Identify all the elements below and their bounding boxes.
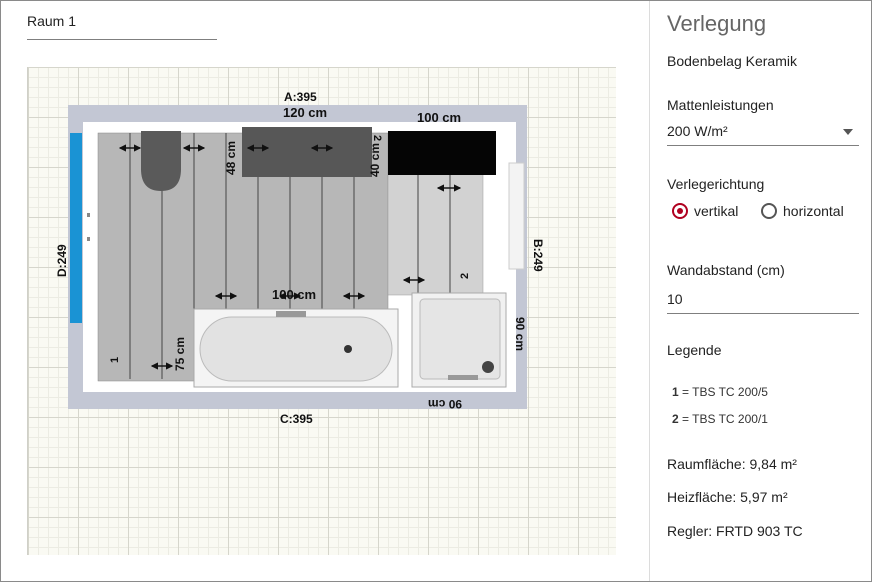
controller-info: Regler: FRTD 903 TC: [667, 523, 803, 539]
mat-number-1: 1: [109, 357, 121, 363]
mat-number-2-top: 2: [371, 135, 383, 141]
wall-distance-label: Wandabstand (cm): [667, 262, 785, 278]
window-left[interactable]: [70, 133, 82, 323]
mat-power-select[interactable]: 200 W/m²: [667, 119, 859, 146]
dimension-100-mid: 100 cm: [272, 287, 316, 302]
dimension-75: 75 cm: [173, 337, 187, 371]
heated-area: Heizfläche: 5,97 m²: [667, 489, 788, 505]
door-right[interactable]: [508, 162, 525, 270]
bathtub-basin: [199, 316, 393, 382]
bathtub-faucet: [276, 311, 306, 317]
radio-unselected-icon[interactable]: [761, 203, 777, 219]
panel-title: Verlegung: [667, 11, 767, 36]
wall-label-left: D:249: [55, 244, 69, 277]
radio-vertical[interactable]: vertikal: [672, 203, 738, 219]
dimension-120: 120 cm: [283, 105, 327, 120]
mat-power-value: 200 W/m²: [667, 123, 728, 139]
wall-label-right: B:249: [531, 239, 545, 272]
legend-item: 2 = TBS TC 200/1: [672, 412, 768, 426]
legend-number: 1: [672, 385, 679, 399]
legend-item: 1 = TBS TC 200/5: [672, 385, 768, 399]
wall-label-top: A:395: [284, 90, 317, 104]
radio-selected-icon[interactable]: [672, 203, 688, 219]
floor-plan-canvas[interactable]: A:395 C:395 D:249 B:249 120 cm 100 cm 48…: [27, 67, 616, 555]
shower-mixer: [448, 375, 478, 380]
radio-horizontal-label: horizontal: [783, 203, 844, 219]
black-cabinet[interactable]: [388, 131, 496, 175]
radio-horizontal[interactable]: horizontal: [761, 203, 844, 219]
dimension-48: 48 cm: [224, 141, 238, 175]
mat-number-2: 2: [459, 273, 471, 279]
floor-plan-drawing: A:395 C:395 D:249 B:249 120 cm 100 cm 48…: [55, 90, 545, 426]
legend-number: 2: [672, 412, 679, 426]
layout-settings-panel: Verlegung Bodenbelag Keramik Mattenleist…: [649, 1, 871, 581]
direction-label: Verlegerichtung: [667, 176, 765, 192]
heating-mat-2[interactable]: [387, 172, 484, 296]
room-name-input[interactable]: [27, 9, 217, 29]
toilet-fixture[interactable]: [141, 131, 181, 191]
wall-distance-field[interactable]: 10: [667, 287, 859, 314]
wall-marker: [87, 213, 90, 217]
room-area: Raumfläche: 9,84 m²: [667, 456, 797, 472]
radio-vertical-label: vertikal: [694, 203, 739, 219]
legend-label: Legende: [667, 342, 722, 358]
dimension-40: 40 cm: [368, 143, 382, 177]
wall-distance-value[interactable]: 10: [667, 291, 683, 307]
dimension-90-bottom: 90 cm: [428, 397, 462, 411]
wall-marker: [87, 237, 90, 241]
mat-power-label: Mattenleistungen: [667, 97, 774, 113]
chevron-down-icon[interactable]: [843, 129, 853, 135]
dimension-100-top: 100 cm: [417, 110, 461, 125]
strip-direction-arrows: [118, 144, 462, 370]
floor-covering-text: Bodenbelag Keramik: [667, 53, 797, 69]
room-name-field[interactable]: [27, 9, 217, 40]
wall-label-bottom: C:395: [280, 412, 313, 426]
vanity-cabinet[interactable]: [242, 127, 372, 177]
legend-text: = TBS TC 200/1: [678, 412, 768, 426]
shower-drain: [482, 361, 494, 373]
bathtub-drain: [344, 345, 352, 353]
legend-text: = TBS TC 200/5: [678, 385, 768, 399]
dimension-90-right: 90 cm: [513, 317, 527, 351]
